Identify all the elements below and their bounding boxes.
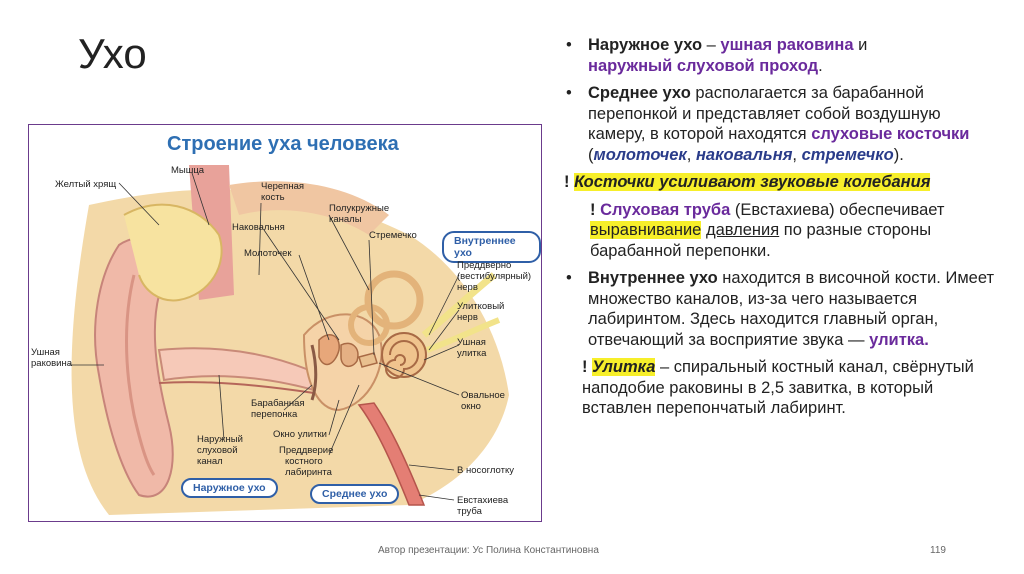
term-ossicles: слуховые косточки [811,125,970,143]
label-cochlea-1: Ушная [457,337,486,348]
bullet-middle-ear: • Среднее ухо располагается за барабанной… [560,83,1000,165]
author-credit: Автор презентации: Ус Полина Константино… [378,545,599,556]
diagram-title: Строение уха человека [167,133,399,155]
label-ear-canal-1: Наружный [197,434,243,445]
label-eustachian-2: труба [457,506,482,517]
exclamation-mark: ! [564,173,575,191]
note-eustachian: ! Слуховая труба (Евстахиева) обеспечива… [590,200,1000,262]
term-incus: наковальня [695,145,793,164]
label-eardrum-1: Барабанная [251,398,305,409]
note-ossicles: ! Косточки усиливают звуковые колебания [564,172,1000,193]
bullet-dot: • [566,36,572,54]
label-vestibule-1: Преддверие [279,445,334,456]
bullet-inner-ear: • Внутреннее ухо находится в височной кос… [560,268,1000,350]
term-ear-canal: наружный слуховой проход [588,56,819,75]
label-cochlear-nerve-1: Улитковый [457,301,505,312]
middle-ear-description: располагается за барабанной перепонкой и… [588,84,941,143]
label-vestibule-2: костного [285,456,323,467]
pill-inner-ear: Внутреннее ухо [442,231,541,263]
label-eustachian-1: Евстахиева [457,495,509,506]
label-skull-2: кость [261,192,285,203]
cochlea-description: – спиральный костный канал, свёрнутый на… [582,358,974,417]
label-vestibular-3: нерв [457,282,478,293]
term-middle-ear: Среднее ухо [588,84,691,102]
term-outer-ear: Наружное ухо [588,36,703,54]
term-cochlea: улитка. [869,330,929,349]
highlight-equalization: выравнивание [590,221,702,239]
label-vestibular-1: Преддверно [457,260,512,271]
bullet-outer-ear: • Наружное ухо – ушная раковина и наружный… [560,35,1000,76]
exclamation-mark: ! [590,200,601,219]
inner-ear-description: находится в височной кости. Имеет множес… [588,269,995,349]
text-comma: , [792,145,802,164]
term-stapes: стремечко [801,145,894,164]
label-semicircular-1: Полукружные [329,203,390,214]
term-auricle: ушная раковина [720,36,854,54]
eustachian-description-1: (Евстахиева) обеспечивает [730,200,945,219]
underline-pressure: давления [705,221,780,239]
label-semicircular-2: каналы [329,214,362,225]
text-period: . [818,56,823,75]
slide-title: Ухо [78,30,147,77]
pill-outer-ear: Наружное ухо [181,478,278,498]
label-incus: Наковальня [232,222,285,233]
text-content: • Наружное ухо – ушная раковина и наружный… [560,35,1000,426]
term-malleus: молоточек [593,145,687,164]
pill-middle-ear: Среднее ухо [310,484,400,504]
label-muscle: Мышца [171,165,205,176]
label-cochlear-nerve-2: нерв [457,312,478,323]
exclamation-mark: ! [582,358,593,376]
text-paren-close: ). [893,145,904,164]
bullet-dot: • [566,269,572,287]
text-and: и [853,36,868,54]
term-eustachian-tube: Слуховая труба [600,200,731,219]
label-auricle-2: раковина [31,358,72,369]
label-auricle-1: Ушная [31,347,60,358]
label-oval-window-1: Овальное [461,390,505,401]
text-dash: – [702,36,721,54]
note-cochlea: ! Улитка – спиральный костный канал, свё… [582,357,1000,419]
eustachian-description-2: по разные стороны барабанной перепонки. [590,221,932,260]
label-round-window: Окно улитки [273,429,327,440]
label-stapes: Стремечко [369,230,417,241]
term-inner-ear: Внутреннее ухо [588,269,718,287]
bullet-dot: • [566,84,572,102]
label-cochlea-2: улитка [457,348,487,359]
text-comma: , [686,145,696,164]
label-eardrum-2: перепонка [251,409,298,420]
label-ear-canal-3: канал [197,456,223,467]
label-malleus: Молоточек [244,248,292,259]
label-vestibule-3: лабиринта [285,467,332,478]
highlight-ossicles-amplify: Косточки усиливают звуковые колебания [574,173,931,191]
ear-diagram: Строение уха человека Желтый хрящ Мышца … [28,124,542,522]
ear-anatomy-illustration [29,165,541,521]
page-number: 119 [930,545,946,556]
label-vestibular-2: (вестибулярный) [457,271,532,282]
highlight-cochlea: Улитка [592,358,656,376]
label-yellow-cartilage: Желтый хрящ [55,179,117,190]
label-nasopharynx: В носоглотку [457,465,514,476]
label-skull-1: Черепная [261,181,305,192]
label-ear-canal-2: слуховой [197,445,238,456]
label-oval-window-2: окно [461,401,481,412]
text-paren-open: ( [588,145,594,164]
